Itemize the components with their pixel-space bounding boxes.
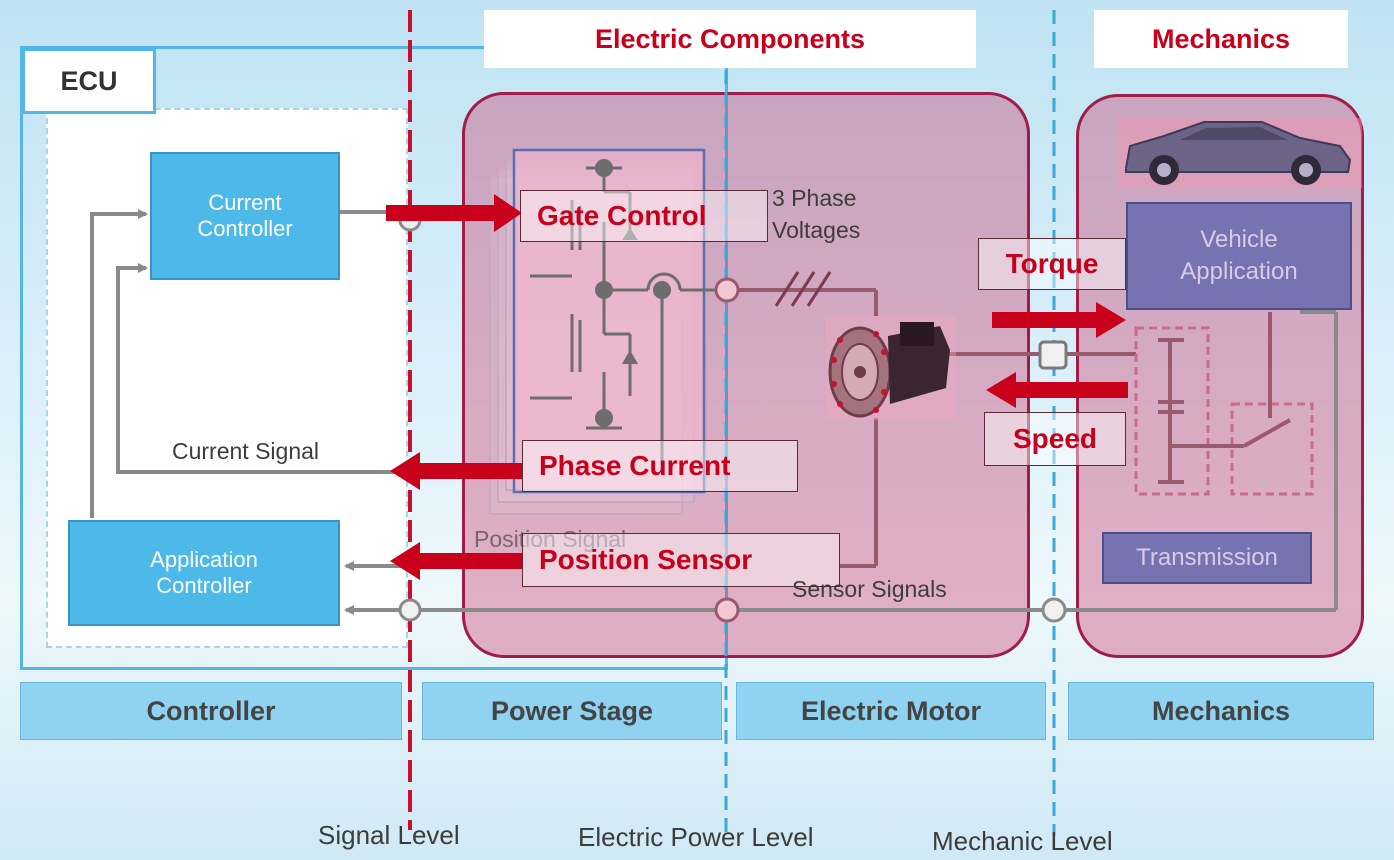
shaft-coupling [1038, 340, 1068, 370]
transmission-schematic [1134, 312, 1314, 496]
ecu-label-box: ECU [22, 48, 156, 114]
mechanic-level-label: Mechanic Level [932, 826, 1113, 856]
car-icon [1118, 118, 1362, 188]
electric-power-level-label: Electric Power Level [578, 822, 814, 852]
mosfet-circuit-icon [489, 148, 718, 515]
position-sensor-label: Position Sensor [522, 533, 840, 587]
three-phase-voltages-label: 3 Phase Voltages [772, 185, 861, 243]
header-mechanics: Mechanics [1094, 10, 1348, 68]
signal-level-label: Signal Level [318, 820, 460, 850]
sensor-signals-label: Sensor Signals [792, 576, 947, 602]
footer-mechanics: Mechanics [1068, 682, 1374, 740]
application-controller-block[interactable]: Application Controller [68, 520, 340, 626]
torque-label: Torque [978, 238, 1126, 290]
current-signal-label: Current Signal [172, 438, 320, 464]
motor-icon [826, 316, 956, 420]
header-electric-components: Electric Components [484, 10, 976, 68]
position-signal-label: Position Signal [474, 526, 627, 552]
transmission-block[interactable]: Transmission [1102, 532, 1312, 584]
footer-electric-motor: Electric Motor [736, 682, 1046, 740]
gate-control-label: Gate Control [520, 190, 768, 242]
speed-label: Speed [984, 412, 1126, 466]
current-controller-block[interactable]: Current Controller [150, 152, 340, 280]
ecu-label: ECU [60, 65, 118, 96]
vehicle-application-block[interactable]: Vehicle Application [1126, 202, 1352, 310]
phase-current-label: Phase Current [522, 440, 798, 492]
footer-controller: Controller [20, 682, 402, 740]
footer-power-stage: Power Stage [422, 682, 722, 740]
